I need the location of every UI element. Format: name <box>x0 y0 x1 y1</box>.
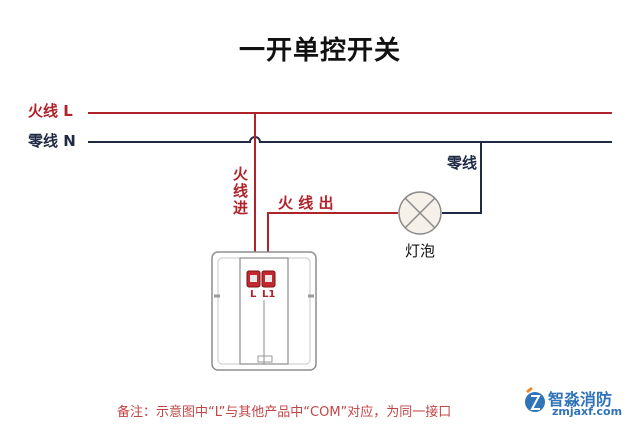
page-title: 一开单控开关 <box>238 36 401 66</box>
footnote: 备注：示意图中“L”与其他产品中“COM”对应，为同一接口 <box>117 405 452 420</box>
bulb-label: 灯泡 <box>405 242 436 260</box>
terminal-l-label: L <box>250 289 257 300</box>
live-line-label: 火线 L <box>28 102 73 120</box>
neutral-drop-label: 零线 <box>447 154 478 172</box>
wall-switch <box>211 251 317 371</box>
terminal-l1-label: L1 <box>262 289 276 300</box>
live-out-label: 火 线 出 <box>278 194 334 212</box>
watermark-logo <box>525 386 545 412</box>
live-in-label: 火线进 <box>231 166 249 217</box>
watermark-site: zmjaxf.com <box>552 405 623 418</box>
watermark-name: 智淼消防 <box>548 390 613 409</box>
neutral-line-label: 零线 N <box>28 132 76 150</box>
neutral-drop-wire <box>442 142 482 214</box>
neutral-line <box>88 136 612 143</box>
light-bulb <box>398 191 442 235</box>
